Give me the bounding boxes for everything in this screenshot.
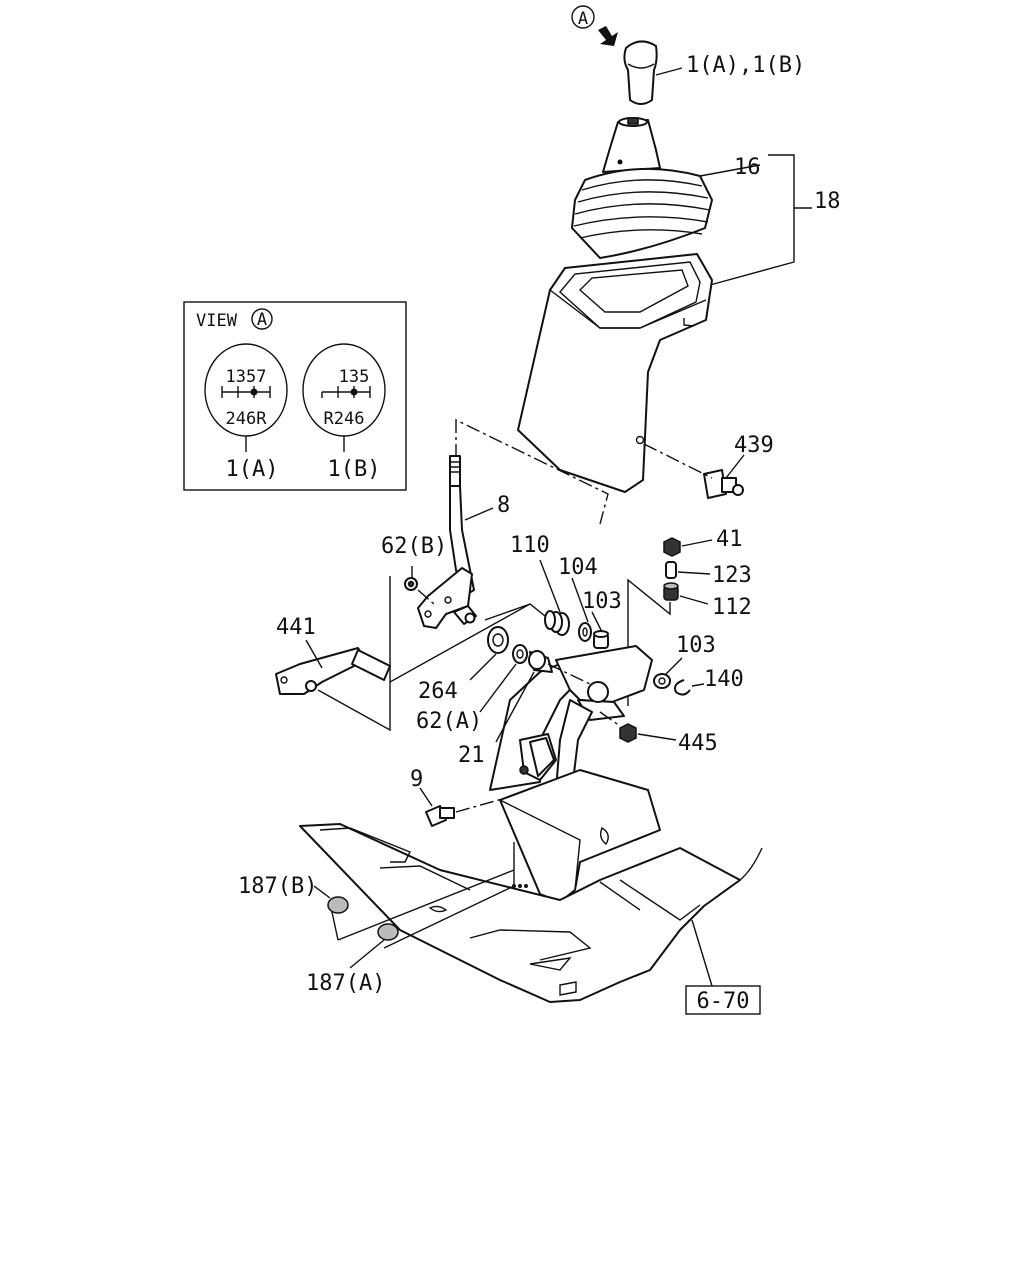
- label-plug-187a: 187(A): [306, 971, 385, 996]
- label-nut-41: 41: [716, 527, 743, 552]
- label-bushing-62b: 62(B): [381, 534, 447, 559]
- shift-knob: [623, 40, 658, 105]
- shift-boot: [571, 117, 713, 259]
- bushing-62b: [404, 577, 418, 591]
- clip-140: [674, 679, 691, 696]
- bolt-9: [425, 805, 455, 827]
- view-a-inset: VIEW A 1357 246R 1(A) 135 R246 1(B): [183, 301, 407, 491]
- bracket-37: [489, 645, 653, 827]
- nut-41: [663, 537, 681, 557]
- label-plug-187b: 187(B): [238, 874, 317, 899]
- ref-page-box: [685, 985, 761, 1015]
- plug-187b: [327, 896, 349, 914]
- floor-panel: [299, 769, 763, 1003]
- knob-b-top: 135: [339, 367, 370, 387]
- console-cover: [517, 253, 713, 493]
- knob-a-top: 1357: [226, 367, 267, 387]
- label-washer-104: 104: [558, 555, 598, 580]
- knob-a-caption: 1(A): [226, 457, 279, 482]
- nut-445: [619, 723, 637, 743]
- bush-112: [663, 582, 679, 601]
- knob-a-bottom: 246R: [226, 409, 268, 429]
- arrow-down-right-icon: [598, 26, 618, 46]
- label-washer-264: 264: [418, 679, 458, 704]
- label-bolt-439: 439: [734, 433, 774, 458]
- inset-marker: A: [257, 310, 267, 330]
- shaft-21: [528, 650, 591, 685]
- washer-104: [578, 622, 592, 642]
- label-bush-112: 112: [712, 595, 752, 620]
- label-spring-110: 110: [510, 533, 550, 558]
- collar-103-bottom: [653, 673, 671, 689]
- inset-title: VIEW: [196, 311, 238, 331]
- knob-b-caption: 1(B): [328, 457, 381, 482]
- view-marker-letter: A: [578, 9, 588, 29]
- bolt-439: [703, 469, 744, 499]
- washer-264: [487, 626, 509, 654]
- link-441: [275, 647, 391, 695]
- label-nut-445: 445: [678, 731, 718, 756]
- bushing-62a: [512, 644, 528, 664]
- label-boot: 16: [734, 155, 761, 180]
- label-collar-103-bottom: 103: [676, 633, 716, 658]
- knob-pattern-b: 135 R246: [302, 343, 386, 437]
- label-knob: 1(A),1(B): [686, 53, 805, 78]
- label-link-441: 441: [276, 615, 316, 640]
- knob-b-bottom: R246: [324, 409, 365, 429]
- pin-123: [665, 561, 677, 579]
- label-bushing-62a: 62(A): [416, 709, 482, 734]
- label-clip-140: 140: [704, 667, 744, 692]
- view-a-marker: A: [571, 5, 595, 29]
- knob-pattern-a: 1357 246R: [204, 343, 288, 437]
- label-collar-103-top: 103: [582, 589, 622, 614]
- plug-187a: [377, 923, 399, 941]
- spring-110: [544, 610, 570, 636]
- label-ref-page: 6-70: [697, 989, 750, 1014]
- shift-lever: [417, 455, 477, 629]
- label-console-assy: 18: [814, 189, 841, 214]
- collar-103-top: [593, 630, 609, 649]
- label-shaft-21: 21: [458, 743, 485, 768]
- label-lever: 8: [497, 493, 510, 518]
- label-bolt-9: 9: [410, 767, 423, 792]
- label-pin-123: 123: [712, 563, 752, 588]
